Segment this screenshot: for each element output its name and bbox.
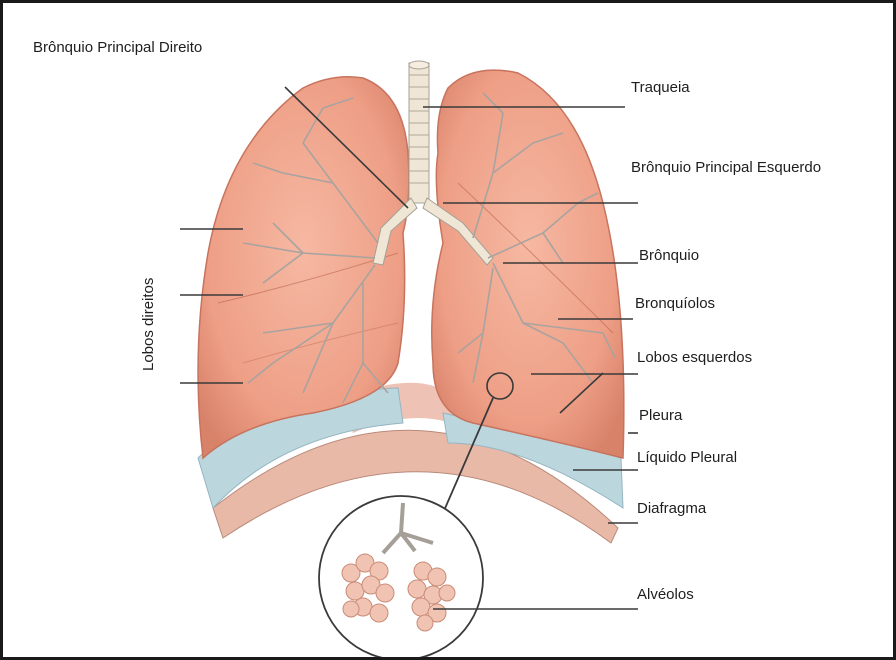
label-bronquio: Brônquio [639, 247, 699, 265]
label-bronquiolos: Bronquíolos [635, 295, 715, 313]
label-bronquio-principal-direito: Brônquio Principal Direito [33, 39, 202, 57]
label-lobos-direitos: Lobos direitos [140, 278, 157, 371]
label-diafragma: Diafragma [637, 500, 706, 518]
label-pleura: Pleura [639, 407, 682, 425]
trachea [409, 63, 429, 203]
label-bronquio-principal-esquerdo: Brônquio Principal Esquerdo [631, 159, 821, 177]
label-lobos-esquerdos: Lobos esquerdos [637, 349, 752, 367]
label-alveolos: Alvéolos [637, 586, 694, 604]
label-liquido-pleural: Líquido Pleural [637, 449, 737, 467]
lung-illustration [3, 3, 893, 657]
left-lung [432, 70, 624, 458]
label-traqueia: Traqueia [631, 79, 690, 97]
